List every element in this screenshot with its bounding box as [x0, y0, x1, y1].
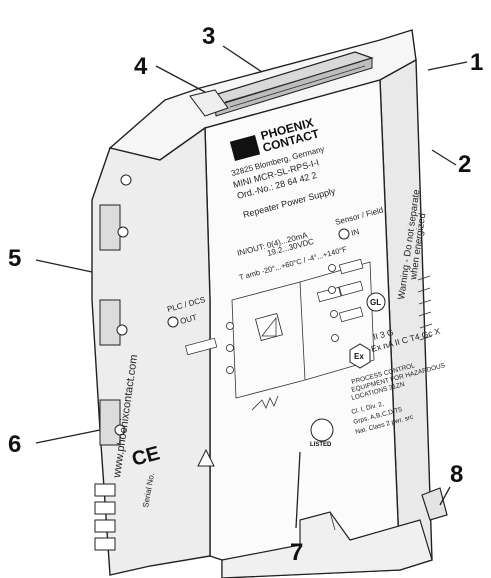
callout-leaders — [35, 45, 468, 529]
callout-6: 6 — [8, 431, 21, 458]
ul-listed-icon — [310, 418, 334, 442]
right-vents — [417, 275, 433, 341]
callout-1: 1 — [470, 49, 483, 76]
top-latch — [189, 51, 374, 117]
callout-4: 4 — [134, 53, 148, 80]
callout-3: 3 — [202, 23, 215, 50]
sensor-arrow-icon — [338, 228, 350, 240]
left-terminals — [94, 174, 132, 551]
ex-mark-icon — [349, 343, 371, 369]
ex-mark-text: Ex — [354, 352, 364, 361]
wiring-schematic — [185, 258, 375, 411]
out-label: OUT — [179, 313, 198, 326]
in-label: IN — [350, 227, 360, 238]
callout-numbers: 1 2 3 4 5 6 7 8 — [8, 23, 483, 566]
plc-arrow-icon — [167, 316, 179, 328]
callout-5: 5 — [8, 245, 21, 272]
callout-8: 8 — [450, 461, 463, 488]
gl-mark-text: GL — [370, 298, 381, 307]
gl-mark-icon — [366, 292, 386, 312]
callout-7: 7 — [290, 539, 303, 566]
ul-listed-text: LISTED — [310, 442, 332, 448]
callout-2: 2 — [458, 151, 471, 178]
esd-warning-icon — [197, 448, 215, 467]
